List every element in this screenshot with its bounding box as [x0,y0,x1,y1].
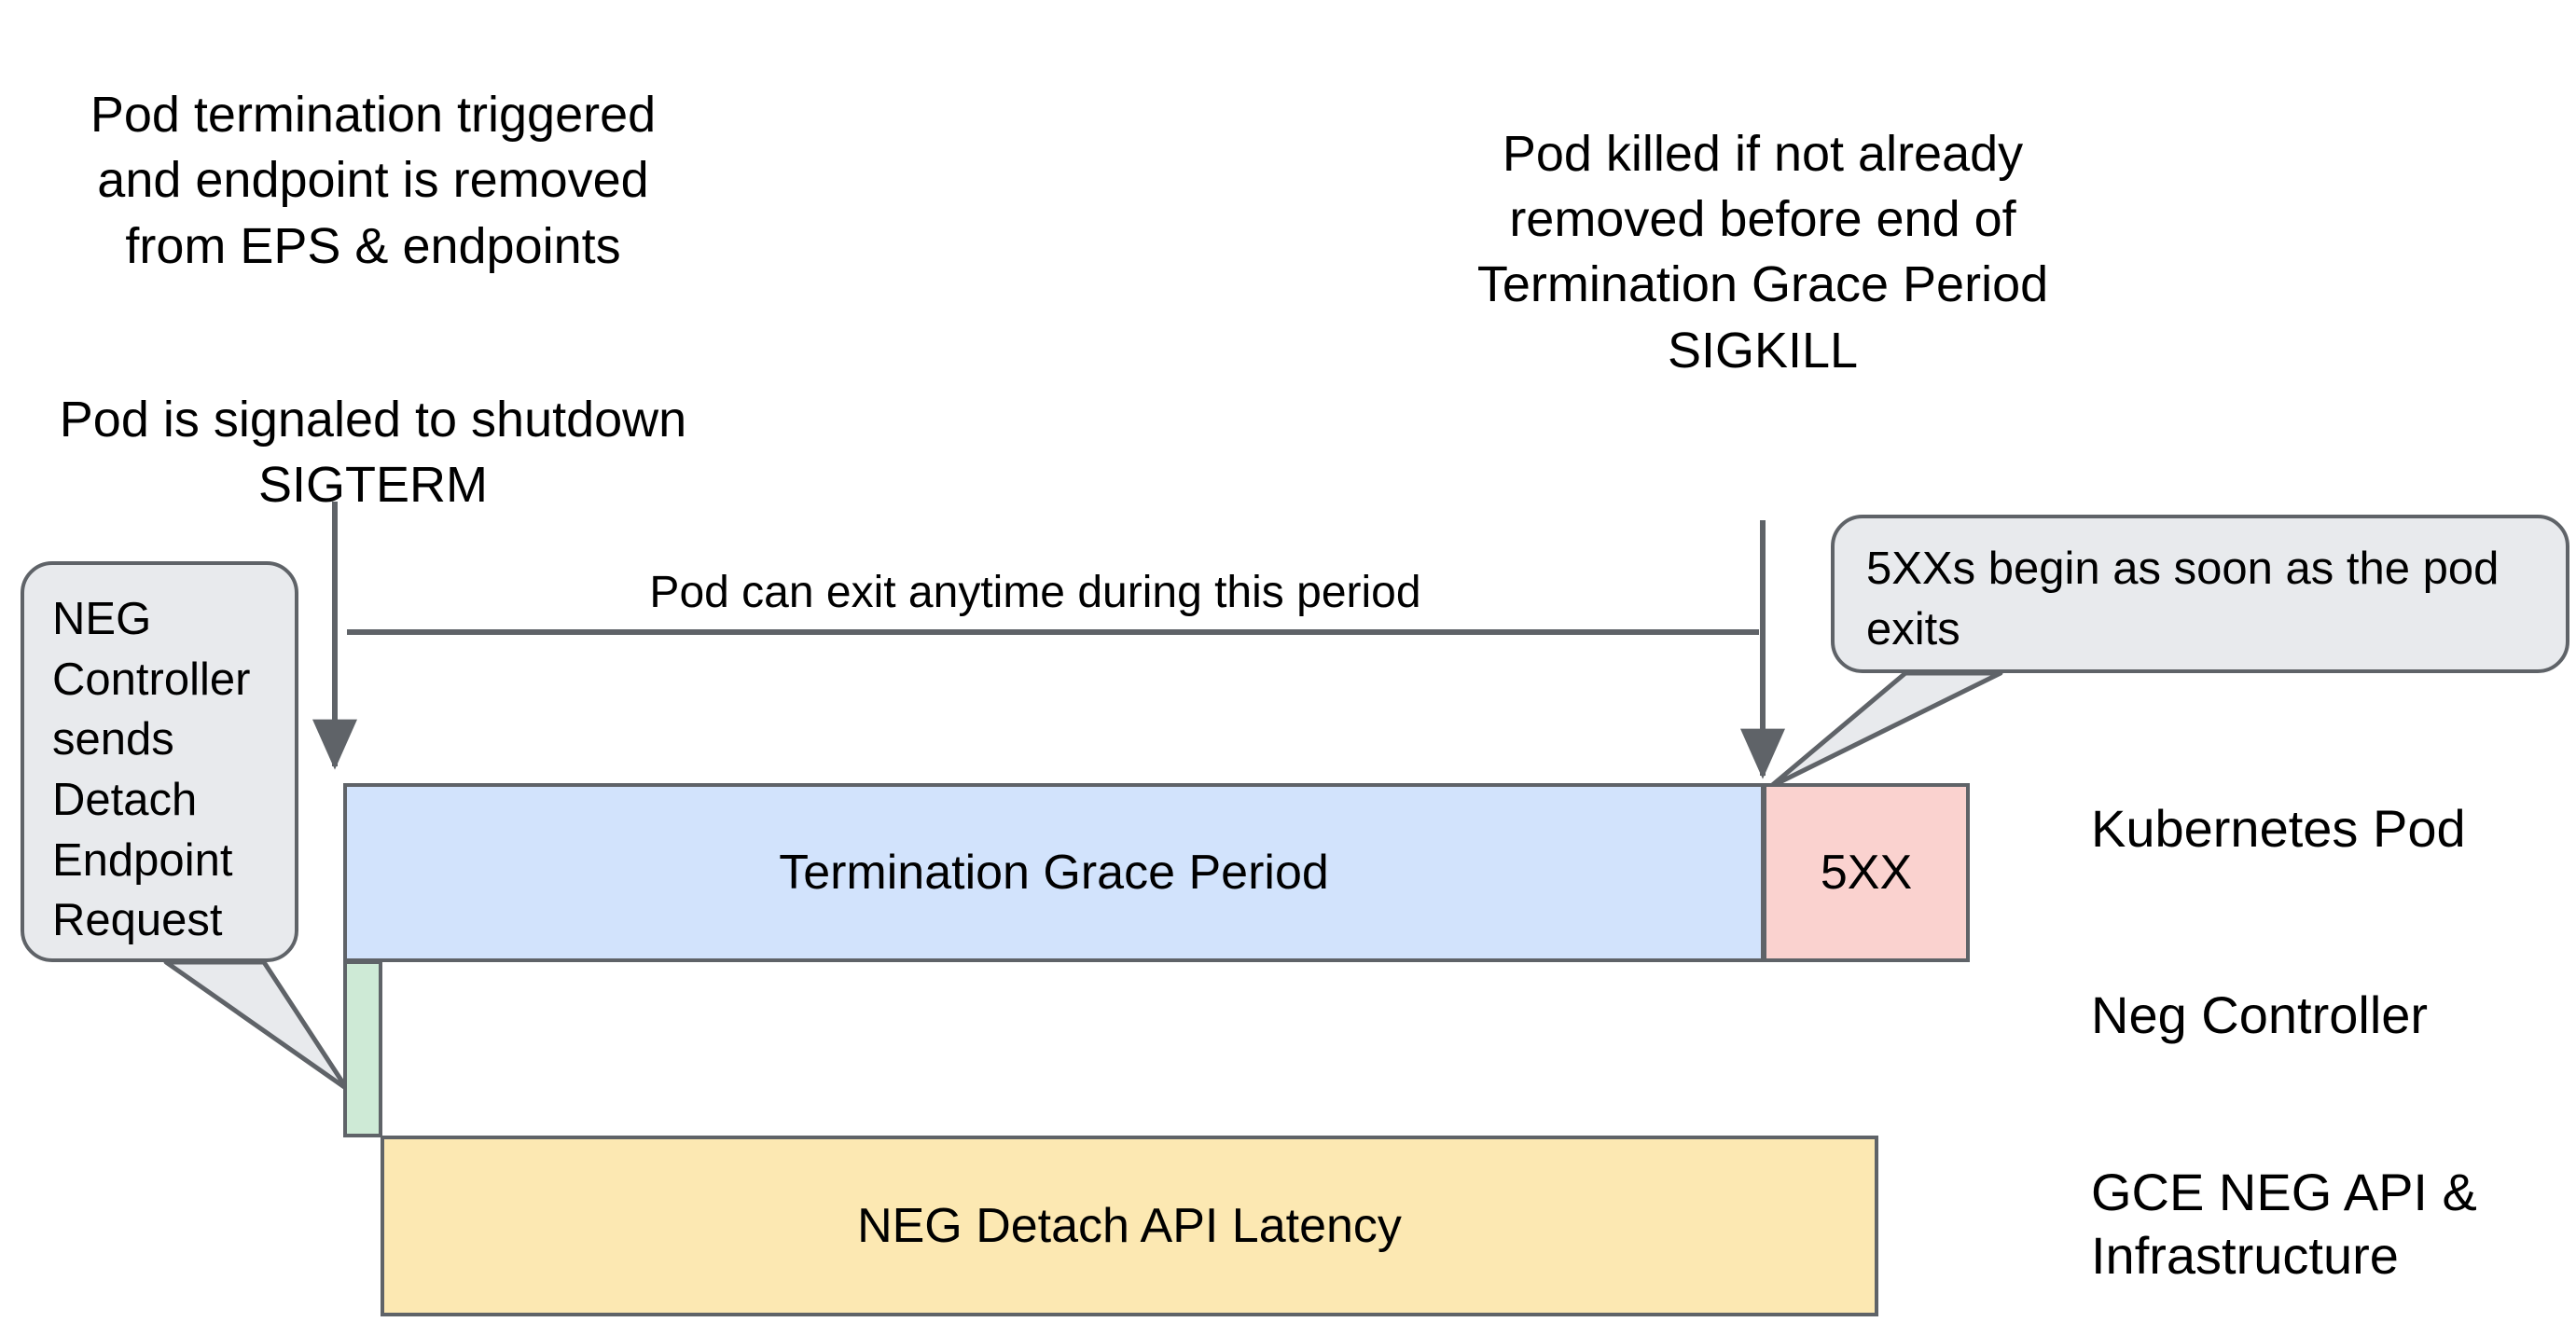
bar-5xx-label: 5XX [1820,846,1913,900]
row-label-neg-controller: Neg Controller [2091,985,2429,1044]
bar-termination-grace-period-label: Termination Grace Period [779,846,1329,900]
row-label-kubernetes-pod: Kubernetes Pod [2091,799,2466,858]
annotation-pod-killed: Pod killed if not already removed before… [1476,126,2049,379]
bar-neg-detach-request[interactable] [343,960,382,1137]
callout-neg-controller[interactable]: NEG Controller sends Detach Endpoint Req… [21,561,298,962]
callout-5xx[interactable]: 5XXs begin as soon as the pod exits [1831,515,2569,673]
bar-neg-detach-api-latency-label: NEG Detach API Latency [857,1199,1402,1253]
callout-tail-5xx [1767,670,2003,790]
annotation-pod-termination-line1: Pod termination triggered and endpoint i… [90,87,657,274]
bar-termination-grace-period[interactable]: Termination Grace Period [343,783,1765,962]
annotation-pod-termination: Pod termination triggered and endpoint i… [0,17,746,584]
bar-5xx[interactable]: 5XX [1763,783,1970,962]
row-label-gce-neg-api: GCE NEG API & Infrastructure [2091,1163,2477,1286]
annotation-pod-termination-line2: Pod is signaled to shutdown SIGTERM [59,391,687,514]
span-label: Pod can exit anytime during this period [649,568,1421,617]
bar-neg-detach-api-latency[interactable]: NEG Detach API Latency [381,1136,1878,1316]
callout-tail-neg [163,959,350,1092]
